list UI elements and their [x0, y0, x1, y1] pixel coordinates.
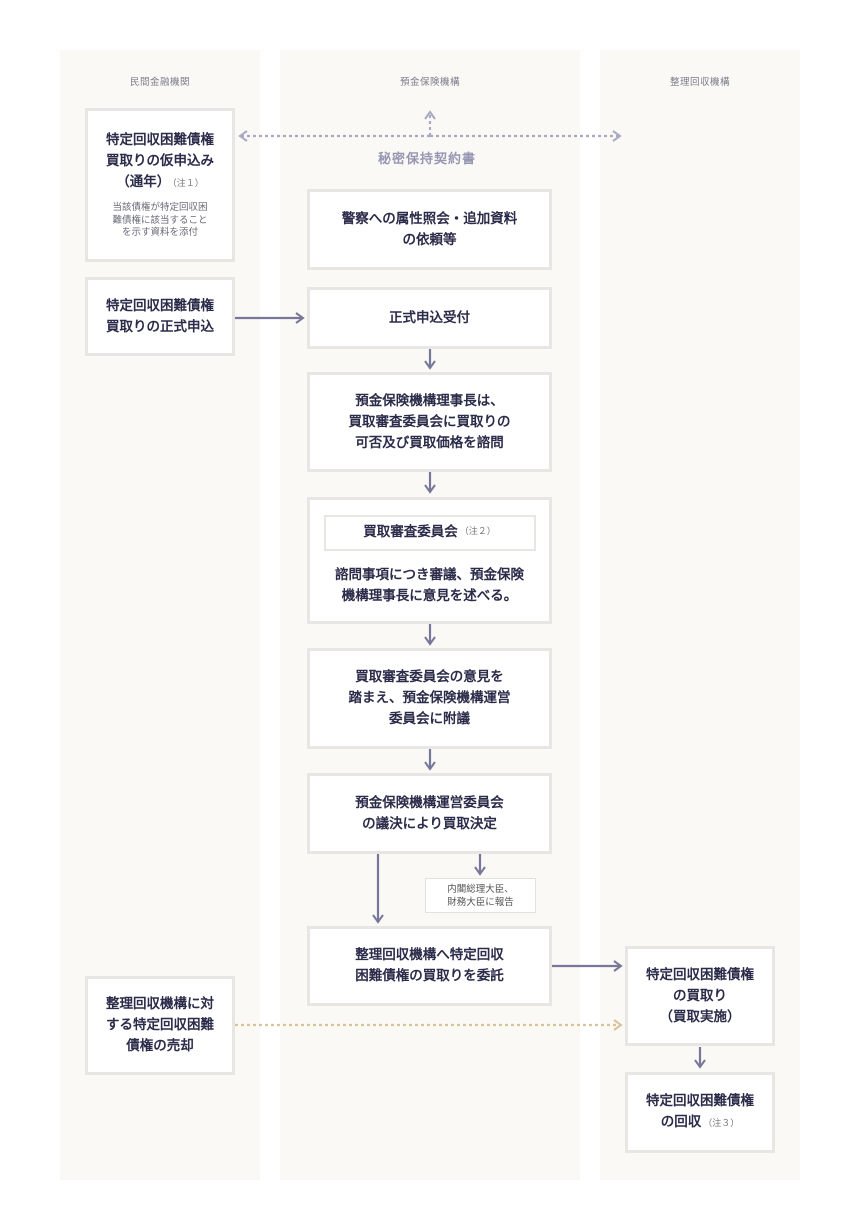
collect-line2-wrap: の回収（注３）: [661, 1112, 740, 1135]
committee-line2: 機構理事長に意見を述べる。: [341, 587, 518, 604]
entrust-line2: 困難債権の買取りを委託: [355, 968, 504, 984]
provisional-sub-line2: 難債権に該当すること: [112, 214, 208, 226]
sale-line1: 整理回収機構に対: [106, 996, 214, 1012]
note-1: （注１）: [172, 179, 204, 190]
confidentiality-label: 秘密保持契約書: [378, 152, 477, 167]
police-line2: の依頼等: [402, 231, 457, 248]
police-inquiry-box: 警察への属性照会・追加資料 の依頼等: [307, 189, 552, 270]
formal-apply-line1: 特定回収困難債権: [106, 297, 214, 314]
collect-line1: 特定回収困難債権: [646, 1092, 754, 1109]
note-3: （注３）: [703, 1118, 740, 1129]
collect-line2: の回収: [660, 1113, 702, 1130]
sale-line2: する特定回収困難: [106, 1017, 214, 1033]
lane-title-dic: 預金保険機構: [399, 77, 460, 88]
provisional-line2: 買取りの仮申込み: [106, 153, 214, 170]
consult-line2: 買取審査委員会に買取りの: [348, 413, 511, 430]
report-line2: 財務大臣に報告: [447, 896, 514, 908]
refer-line3: 委員会に附議: [389, 711, 470, 727]
report-line1: 内閣総理大臣、: [447, 883, 514, 895]
decision-line2: の議決により買取決定: [362, 815, 497, 832]
formal-accept-box: 正式申込受付: [307, 287, 552, 349]
consult-line3: 可否及び買取価格を諮問: [355, 434, 504, 451]
formal-accept-line1: 正式申込受付: [389, 309, 470, 326]
provisional-sub-line1: 当該債権が特定回収困: [112, 202, 208, 214]
provisional-application-box: 特定回収困難債権 買取りの仮申込み （通年）（注１） 当該債権が特定回収困 難債…: [85, 108, 235, 262]
provisional-sub-line3: を示す資料を添付: [121, 227, 198, 239]
collection-box: 特定回収困難債権 の回収（注３）: [625, 1072, 775, 1153]
note-2: （注２）: [459, 527, 496, 537]
provisional-line1: 特定回収困難債権: [106, 132, 214, 149]
provisional-year-round: （通年）: [116, 174, 171, 191]
lane-title-rcc: 整理回収機構: [669, 77, 730, 88]
entrust-box: 整理回収機構へ特定回収 困難債権の買取りを委託: [307, 926, 552, 1006]
formal-application-box: 特定回収困難債権 買取りの正式申込: [85, 277, 235, 356]
refer-line2: 踏まえ、預金保険機構運営: [348, 690, 511, 706]
provisional-subtext: 当該債権が特定回収困 難債権に該当すること を示す資料を添付: [112, 202, 207, 240]
consultation-box: 預金保険機構理事長は、 買取審査委員会に買取りの 可否及び買取価格を諮問: [307, 372, 552, 472]
committee-line1: 諮問事項につき審議、預金保険: [335, 566, 524, 583]
committee-box: 買取審査委員会（注２） 諮問事項につき審議、預金保険 機構理事長に意見を述べる。: [307, 497, 552, 624]
consult-line1: 預金保険機構理事長は、: [355, 392, 504, 409]
purchase-line2: の買取り: [673, 987, 727, 1004]
sale-box: 整理回収機構に対 する特定回収困難 債権の売却: [85, 976, 235, 1075]
entrust-line1: 整理回収機構へ特定回収: [355, 947, 504, 963]
decision-line1: 預金保険機構運営委員会: [355, 794, 504, 811]
provisional-line3: （通年）（注１）: [116, 172, 204, 195]
formal-apply-line2: 買取りの正式申込: [106, 318, 214, 335]
purchase-line3: （買取実施）: [659, 1008, 741, 1025]
purchase-line1: 特定回収困難債権: [646, 966, 754, 983]
board-referral-box: 買取審査委員会の意見を 踏まえ、預金保険機構運営 委員会に附議: [307, 648, 552, 749]
report-box: 内閣総理大臣、 財務大臣に報告: [425, 878, 536, 913]
purchase-decision-box: 預金保険機構運営委員会 の議決により買取決定: [307, 773, 552, 854]
lane-title-private: 民間金融機関: [129, 77, 190, 88]
committee-title: 買取審査委員会: [363, 524, 458, 540]
sale-line3: 債権の売却: [126, 1038, 194, 1054]
committee-title-box: 買取審査委員会（注２）: [323, 514, 536, 551]
purchase-execution-box: 特定回収困難債権 の買取り （買取実施）: [625, 946, 775, 1046]
police-line1: 警察への属性照会・追加資料: [341, 210, 518, 227]
refer-line1: 買取審査委員会の意見を: [355, 669, 504, 685]
